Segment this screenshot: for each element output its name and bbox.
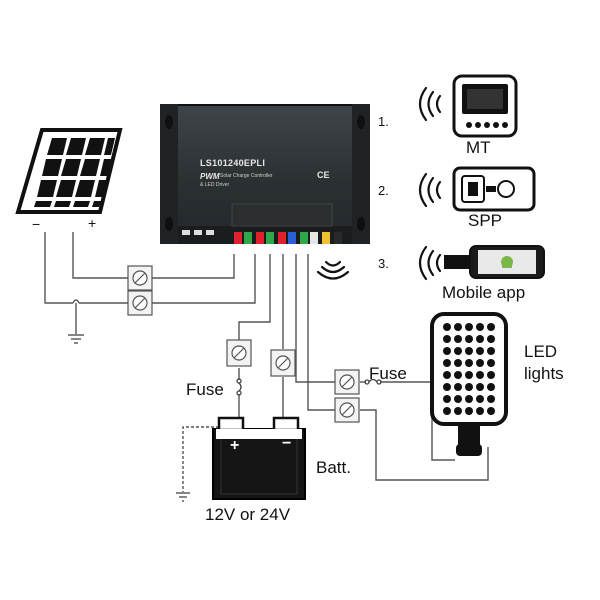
solar-panel-icon (15, 128, 123, 214)
battery-ground-icon (176, 492, 190, 502)
wireless-signal-icon-2 (418, 172, 442, 208)
battery-terminal-blocks (226, 339, 296, 377)
led-dot (454, 359, 462, 367)
led-dot (454, 335, 462, 343)
load-fuse-icon (364, 378, 382, 385)
led-dot (465, 359, 473, 367)
controller-subtitle: Solar Charge Controller (220, 173, 273, 179)
panel-plus-label: + (88, 215, 97, 231)
led-dot (443, 335, 451, 343)
led-dot (476, 371, 484, 379)
led-dot (476, 395, 484, 403)
load-fuse-label: Fuse (369, 364, 407, 383)
led-dot (487, 407, 495, 415)
led-dot (454, 347, 462, 355)
load-terminal-blocks (334, 369, 360, 423)
meter-device-icon (452, 74, 518, 138)
led-light-icon (430, 312, 508, 456)
led-dot (465, 383, 473, 391)
led-dot (454, 323, 462, 331)
led-dot (465, 407, 473, 415)
led-dot (465, 335, 473, 343)
charge-controller: LS101240EPLI PWM Solar Charge Controller… (160, 104, 370, 244)
led-dot (487, 383, 495, 391)
led-dot (476, 323, 484, 331)
led-dot (476, 335, 484, 343)
spp-dongle-icon (452, 166, 536, 212)
battery-plus-label: + (230, 437, 240, 454)
led-dot (476, 347, 484, 355)
device-2-number: 2. (378, 183, 389, 198)
pv-terminal-blocks (127, 265, 153, 316)
ce-mark: CE (317, 170, 330, 180)
led-dot (443, 407, 451, 415)
led-label-line1: LED (524, 342, 558, 361)
led-dot (476, 407, 484, 415)
led-dot (443, 371, 451, 379)
wireless-signal-icon-1 (418, 86, 442, 122)
led-dot (487, 395, 495, 403)
battery-fuse-label: Fuse (186, 380, 224, 399)
led-dot (465, 347, 473, 355)
controller-face (160, 104, 370, 244)
controller-subtitle-2: & LED Driver (200, 182, 230, 188)
led-dot (487, 359, 495, 367)
led-dot (465, 323, 473, 331)
ground-icon (68, 334, 84, 344)
led-dot (476, 383, 484, 391)
battery-icon (212, 416, 306, 500)
controller-wireless-icon (316, 260, 350, 280)
device-1-number: 1. (378, 114, 389, 129)
controller-model: LS101240EPLI (200, 158, 266, 168)
led-dot (476, 359, 484, 367)
battery-label: Batt. (316, 458, 351, 477)
wires (44, 232, 489, 492)
android-phone-icon (444, 245, 545, 279)
led-dot (465, 395, 473, 403)
led-dot (487, 371, 495, 379)
led-dot (487, 335, 495, 343)
led-dot (454, 395, 462, 403)
led-dot (443, 347, 451, 355)
controller-pwm-label: PWM (200, 172, 220, 181)
led-dot (443, 359, 451, 367)
led-dot (454, 371, 462, 379)
wireless-signal-icon-3 (418, 245, 442, 281)
battery-minus-label: − (282, 435, 292, 452)
led-dot (443, 395, 451, 403)
battery-fuse-icon (236, 378, 242, 396)
led-dot (443, 383, 451, 391)
led-dot (454, 407, 462, 415)
battery-voltage-label: 12V or 24V (205, 505, 291, 524)
panel-minus-label: − (32, 216, 41, 232)
device-3-number: 3. (378, 256, 389, 271)
device-3-label: Mobile app (442, 283, 526, 302)
led-dot (487, 323, 495, 331)
led-dot (465, 371, 473, 379)
led-dot (487, 347, 495, 355)
led-dot (443, 323, 451, 331)
device-1-label: MT (466, 138, 491, 157)
device-2-label: SPP (468, 211, 503, 230)
led-label-line2: lights (524, 364, 564, 383)
led-dot (454, 383, 462, 391)
